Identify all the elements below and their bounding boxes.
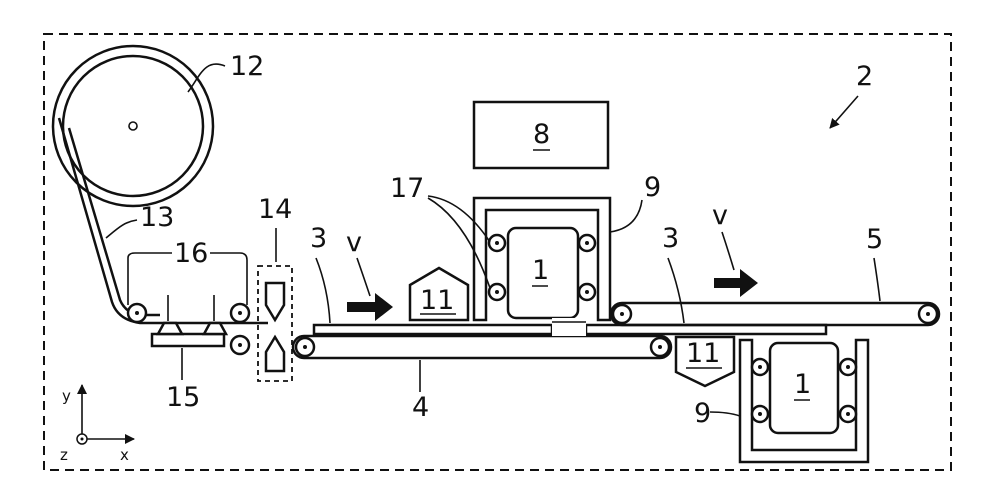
leader-web (106, 220, 137, 238)
leader-rollers (128, 253, 172, 305)
arrow-apparatus (830, 96, 858, 128)
label-rollers: 16 (174, 238, 208, 269)
gripper-link (552, 318, 586, 336)
conveyor-upper (611, 303, 939, 325)
label-velocity-left: v (346, 227, 362, 258)
conveyor-lower (293, 336, 671, 358)
sheet-right (586, 325, 826, 334)
axis-label-z: z (60, 446, 68, 464)
label-web: 13 (140, 202, 174, 233)
axis-label-x: x (120, 446, 129, 464)
label-holder: 17 (390, 173, 424, 204)
label-block-lower: 11 (686, 338, 720, 369)
label-machine: 8 (533, 119, 550, 150)
lower-plate (152, 334, 224, 346)
label-cutting-device: 14 (258, 194, 292, 225)
label-product-lower: 1 (794, 369, 811, 400)
label-velocity-right: v (712, 200, 728, 231)
cutter-upper (266, 283, 284, 320)
label-product-upper: 1 (532, 255, 549, 286)
label-block-upper: 11 (420, 285, 454, 316)
label-sheet-left: 3 (310, 223, 327, 254)
label-sheet-right: 3 (662, 223, 679, 254)
label-gripper-frame-top: 9 (644, 172, 661, 203)
label-storage-roll: 12 (230, 51, 264, 82)
bump-left (158, 323, 182, 334)
bump-right (204, 323, 226, 334)
arrow-right (714, 269, 758, 297)
label-apparatus: 2 (856, 61, 873, 92)
arrow-left (347, 293, 393, 321)
coordinate-axes (77, 385, 134, 444)
leader-storage-roll (188, 64, 225, 92)
axis-label-y: y (62, 387, 71, 405)
label-lower-plate: 15 (166, 382, 200, 413)
label-conveyor-lower: 4 (412, 392, 429, 423)
label-gripper-frame-bottom: 9 (694, 398, 711, 429)
sheet-left (314, 325, 552, 334)
label-conveyor-upper: 5 (866, 224, 883, 255)
cutter-lower (266, 337, 284, 371)
